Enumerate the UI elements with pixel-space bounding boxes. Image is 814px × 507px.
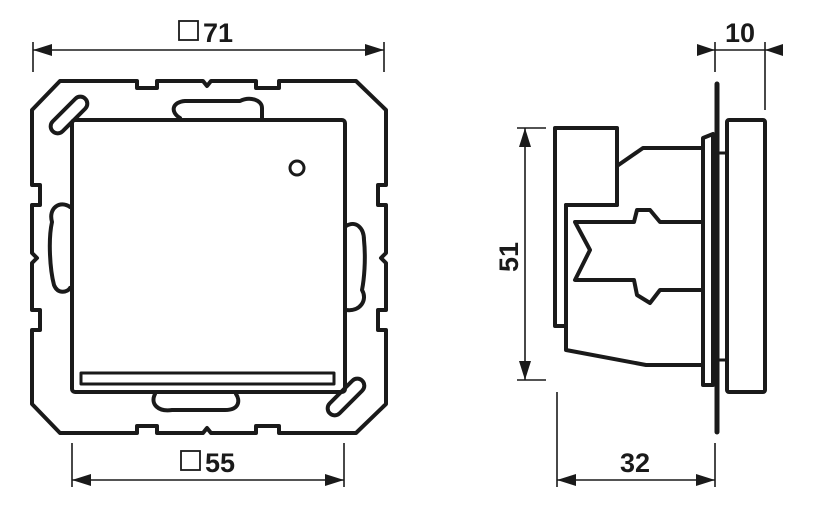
front-cover bbox=[725, 118, 767, 394]
square-symbol-icon bbox=[180, 450, 201, 471]
square-symbol-icon bbox=[178, 20, 199, 41]
right-slot bbox=[344, 221, 367, 313]
insert-body bbox=[564, 146, 705, 367]
cover-depth-label: 10 bbox=[725, 18, 755, 48]
dimension-inner-width: 55 bbox=[71, 443, 345, 487]
left-slot bbox=[47, 202, 72, 294]
dimension-cover-depth: 10 bbox=[697, 18, 783, 110]
bottom-slot bbox=[151, 392, 241, 413]
led-indicator bbox=[288, 159, 306, 177]
dimension-outer-width: 71 bbox=[32, 18, 385, 72]
dimension-depth: 32 bbox=[556, 392, 716, 487]
top-left-slot bbox=[48, 94, 90, 136]
depth-label: 32 bbox=[620, 448, 650, 478]
dimension-height: 51 bbox=[494, 127, 546, 381]
device-plate bbox=[70, 118, 347, 394]
inner-width-label: 55 bbox=[205, 448, 235, 478]
front-view: 71 55 bbox=[30, 18, 388, 487]
height-label: 51 bbox=[494, 242, 524, 272]
outer-width-label: 71 bbox=[203, 18, 233, 48]
top-slot bbox=[171, 96, 264, 120]
mounting-frame bbox=[30, 79, 388, 435]
insert-flange bbox=[701, 132, 715, 387]
side-view: 10 51 32 bbox=[494, 18, 783, 487]
label-strip bbox=[79, 371, 336, 386]
